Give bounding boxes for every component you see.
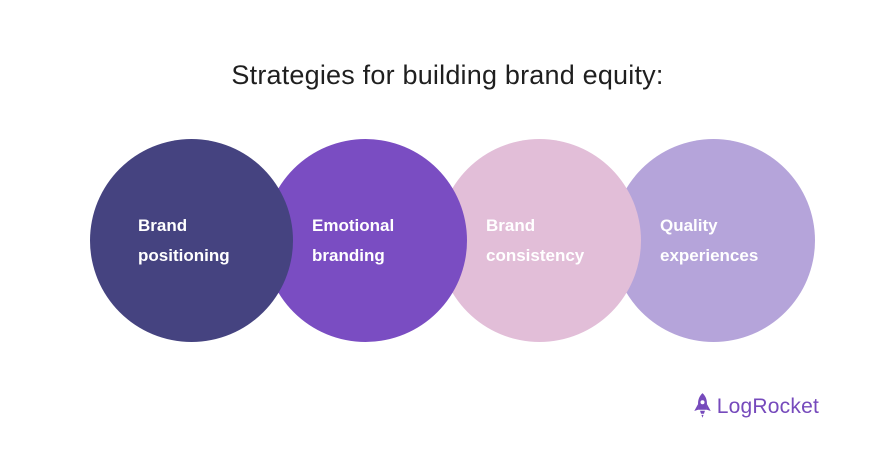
label-line: Quality bbox=[660, 215, 718, 235]
logrocket-logo: LogRocket bbox=[692, 392, 819, 421]
page-title: Strategies for building brand equity: bbox=[231, 60, 664, 90]
circle-label-brand-positioning: Brand positioning bbox=[138, 211, 230, 271]
circle-quality-experiences: Quality experiences bbox=[612, 139, 815, 342]
circle-label-quality-experiences: Quality experiences bbox=[660, 211, 758, 271]
circle-label-brand-consistency: Brand consistency bbox=[486, 211, 584, 271]
label-line: Brand bbox=[486, 215, 536, 235]
circle-brand-positioning: Brand positioning bbox=[90, 139, 293, 342]
label-line: experiences bbox=[660, 245, 759, 265]
label-line: Emotional bbox=[312, 215, 395, 235]
circle-emotional-branding: Emotional branding bbox=[264, 139, 467, 342]
logo-text: LogRocket bbox=[716, 394, 819, 418]
label-line: consistency bbox=[486, 245, 585, 265]
rocket-icon bbox=[692, 392, 713, 421]
label-line: positioning bbox=[138, 245, 230, 265]
circle-brand-consistency: Brand consistency bbox=[438, 139, 641, 342]
label-line: branding bbox=[312, 245, 385, 265]
label-line: Brand bbox=[138, 215, 188, 235]
circle-label-emotional-branding: Emotional branding bbox=[312, 211, 394, 271]
brand-equity-circles: Brand positioning Emotional branding Bra… bbox=[0, 139, 895, 342]
